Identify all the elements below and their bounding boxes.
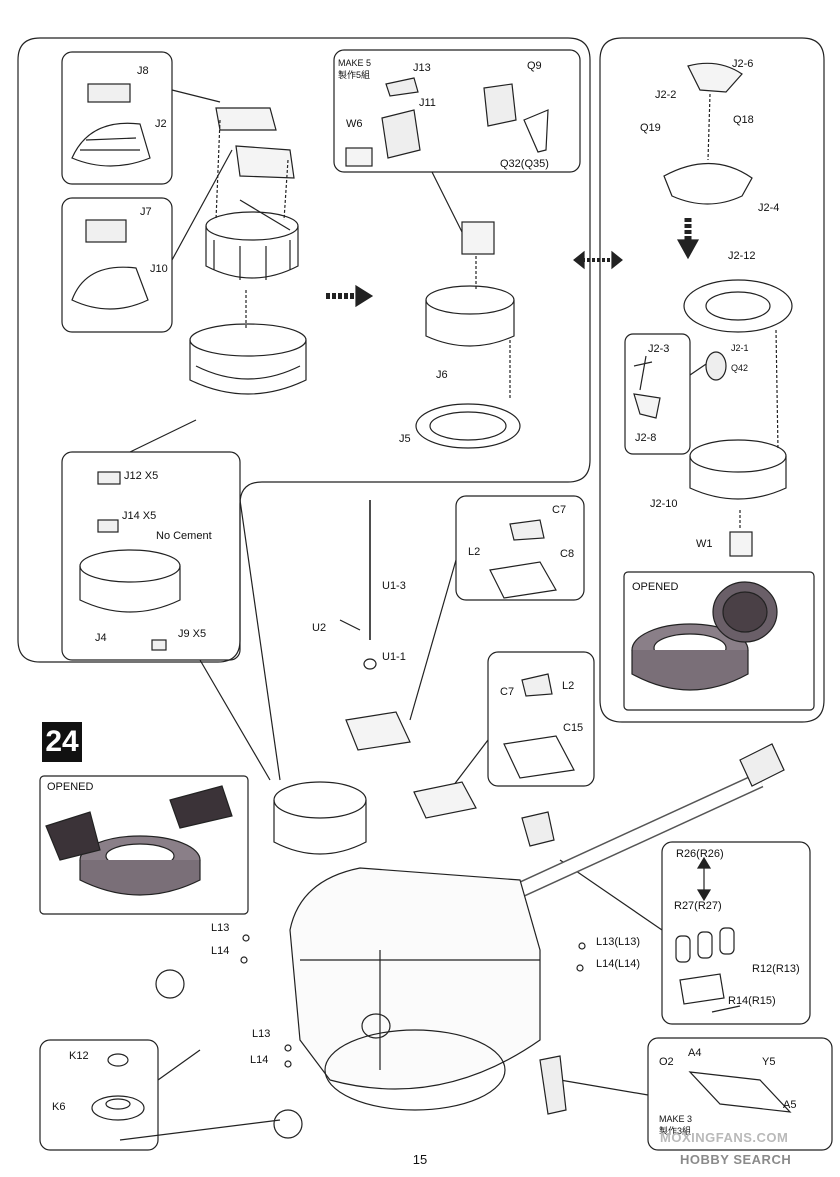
label-u1-3: U1-3	[382, 580, 406, 592]
box-c7-c8	[455, 495, 585, 601]
label-c7-top: C7	[552, 504, 567, 516]
label-j10: J10	[150, 263, 168, 275]
label-j2-1: J2-1	[731, 343, 749, 353]
label-r12: R12(R13)	[752, 963, 800, 975]
box-opened-left	[39, 775, 249, 915]
label-r14: R14(R15)	[728, 995, 776, 1007]
turret-body	[289, 867, 541, 1090]
label-l2-mid: L2	[562, 680, 575, 692]
label-a4: A4	[688, 1047, 702, 1059]
label-w6: W6	[346, 118, 363, 130]
label-l13-c: L13	[252, 1028, 271, 1040]
label-q9: Q9	[527, 60, 542, 72]
label-u2: U2	[312, 622, 327, 634]
label-no-cement: No Cement	[156, 530, 212, 542]
label-make3: MAKE 3	[659, 1114, 693, 1124]
box-j2-3	[624, 333, 691, 455]
box-make5	[333, 49, 581, 173]
callout-frame-main	[17, 37, 591, 663]
label-make5-cn: 製作5組	[338, 70, 371, 80]
box-j12-j14	[61, 451, 241, 661]
label-r27: R27(R27)	[674, 900, 722, 912]
label-j9x5: J9 X5	[178, 628, 207, 640]
label-y5: Y5	[762, 1056, 776, 1068]
label-j2-12: J2-12	[728, 250, 756, 262]
box-r26	[661, 841, 811, 1025]
label-opened-left: OPENED	[47, 781, 94, 793]
label-q32: Q32(Q35)	[500, 158, 549, 170]
box-k12-k6	[39, 1039, 159, 1151]
label-j2-10: J2-10	[650, 498, 678, 510]
box-j7-j10	[61, 197, 173, 333]
label-r26: R26(R26)	[676, 848, 724, 860]
label-k6: K6	[52, 1101, 66, 1113]
label-l2-top: L2	[468, 546, 481, 558]
label-q19: Q19	[640, 122, 661, 134]
label-opened-right: OPENED	[632, 581, 679, 593]
label-u1-1: U1-1	[382, 651, 406, 663]
label-l13-a: L13	[211, 922, 230, 934]
label-j13: J13	[413, 62, 431, 74]
box-c7-c15	[487, 651, 595, 787]
page-number: 15	[412, 1152, 428, 1167]
label-j12x5: J12 X5	[124, 470, 159, 482]
label-j2: J2	[155, 118, 167, 130]
callout-frame-right	[599, 37, 825, 723]
label-j2-2: J2-2	[655, 89, 677, 101]
watermark-line2: HOBBY SEARCH	[680, 1152, 792, 1167]
label-make5: MAKE 5	[338, 58, 372, 68]
label-c15: C15	[563, 722, 584, 734]
step-number-badge: 24	[42, 722, 82, 762]
label-w1: W1	[696, 538, 713, 550]
label-c8: C8	[560, 548, 575, 560]
box-opened-right	[623, 571, 815, 711]
label-j14x5: J14 X5	[122, 510, 157, 522]
label-j2-8: J2-8	[635, 432, 657, 444]
label-q42: Q42	[731, 363, 749, 373]
label-j6: J6	[436, 369, 448, 381]
label-j2-6: J2-6	[732, 58, 754, 70]
label-j5: J5	[399, 433, 411, 445]
box-make3	[647, 1037, 833, 1151]
label-k12: K12	[69, 1050, 89, 1062]
label-a5: A5	[783, 1099, 797, 1111]
label-l14-c: L14	[250, 1054, 269, 1066]
label-j8: J8	[137, 65, 149, 77]
watermark-line1: MOXINGFANS.COM	[660, 1130, 789, 1145]
label-j2-4: J2-4	[758, 202, 780, 214]
label-l14-b: L14(L14)	[596, 958, 641, 970]
label-l14-a: L14	[211, 945, 230, 957]
label-j2-3: J2-3	[648, 343, 670, 355]
label-q18: Q18	[733, 114, 754, 126]
label-l13-b: L13(L13)	[596, 936, 641, 948]
label-c7-mid: C7	[500, 686, 515, 698]
label-make3-cn: 製作3組	[659, 1126, 692, 1136]
label-j7: J7	[140, 206, 152, 218]
label-o2: O2	[659, 1056, 674, 1068]
label-j4: J4	[95, 632, 107, 644]
label-j11: J11	[419, 97, 436, 109]
box-j8-j2	[61, 51, 173, 185]
